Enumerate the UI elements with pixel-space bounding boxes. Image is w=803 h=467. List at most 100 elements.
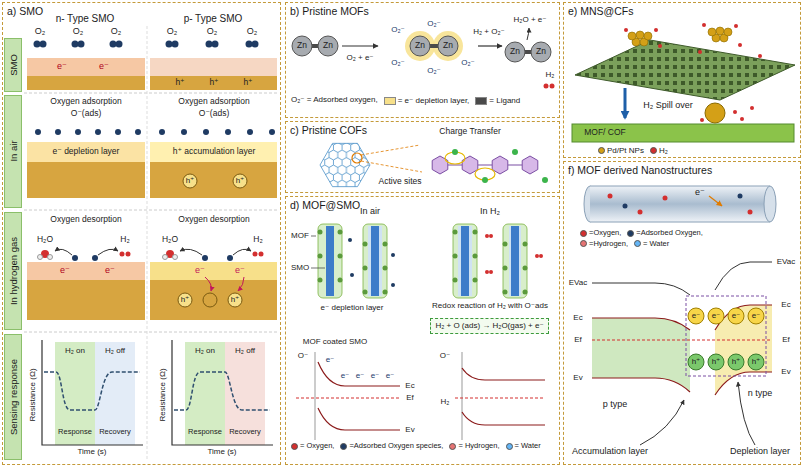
annotation-label: Time (s) (207, 448, 236, 457)
annotation-label: e⁻ (712, 312, 721, 321)
legend-symbol (598, 147, 605, 154)
legend-item: Pd/Pt NPs (598, 146, 644, 155)
legend-text: = e⁻ depletion layer, (398, 96, 470, 105)
annotation-label: Resistance (Ω) (29, 368, 38, 421)
annotation-label: e⁻ (99, 62, 109, 72)
annotation-label: Zn (443, 41, 453, 50)
annotation-label: e⁻ (341, 372, 350, 381)
annotation-label: h⁺ (231, 296, 240, 305)
legend-swatch (475, 97, 487, 105)
legend-symbol (627, 230, 634, 237)
legend-symbol (291, 443, 298, 450)
annotation-label: h⁺ (186, 177, 195, 186)
annotation-label: e⁻ (732, 312, 741, 321)
legend-group: = Oxygen, =Adsorbed Oxygen species, = Hydr… (291, 442, 553, 451)
annotation-label: Response (188, 428, 222, 436)
legend-item: = e⁻ depletion layer, (384, 96, 470, 105)
annotation-label: O₂⁻ (391, 26, 405, 35)
annotation-label: Redox reaction of H₂ with O⁻ads (432, 302, 548, 311)
legend-text: H₂ (659, 146, 668, 155)
annotation-label: Recovery (229, 428, 261, 436)
annotation-label: Ef (782, 336, 790, 345)
legend-item: = Hydrogen, (449, 442, 499, 451)
annotation-label: Depletion layer (730, 447, 790, 457)
legend-symbol (506, 443, 513, 450)
panel-box: c) Pristine COFs (285, 121, 560, 193)
annotation-label: h⁺ (236, 177, 245, 186)
annotation-label: H₂O + e⁻ (514, 16, 547, 25)
annotation-label: O₂⁻ (391, 59, 405, 68)
annotation-label: h⁺ (209, 78, 218, 87)
legend-symbol (449, 443, 456, 450)
annotation-label: H₂ Spill over (643, 101, 693, 111)
annotation-label: O₂⁻ (427, 67, 441, 76)
annotation-label: Ec (405, 382, 414, 391)
annotation-label: h⁺ (752, 358, 761, 367)
annotation-label: e⁻ (326, 356, 335, 365)
annotation-label: e⁻ depletion layer (53, 147, 120, 156)
legend-symbol (634, 240, 641, 247)
annotation-label: Ef (574, 336, 582, 345)
row-label: In air (7, 140, 18, 161)
legend-text: = Water (643, 240, 669, 249)
annotation-label: O₂ (207, 27, 218, 37)
annotation-label: H₂ off (235, 347, 255, 356)
annotation-label: e⁻ (60, 266, 70, 276)
annotation-label: H₂ (546, 71, 555, 80)
annotation-label: e⁻ (692, 312, 701, 321)
annotation-label: O⁻(ads) (199, 109, 229, 118)
annotation-label: Response (58, 428, 92, 436)
legend-item: = Oxygen, (291, 442, 334, 451)
annotation-label: O₂⁻ = Adsorbed oxygen, (291, 96, 378, 105)
panel-e-art (572, 23, 795, 142)
panel-heading: d) MOF@SMO (290, 199, 360, 211)
legend-group: = e⁻ depletion layer, = Ligand (384, 96, 521, 105)
panel-heading: c) Pristine COFs (290, 124, 367, 136)
legend-text: =Adsorbed Oxygen species, (349, 442, 443, 451)
annotation-label: Time (s) (77, 448, 106, 457)
annotation-label: Active sites (379, 177, 422, 186)
legend-text: Pd/Pt NPs (607, 146, 644, 155)
annotation-label: O⁻ (440, 352, 450, 361)
legend-text: = Water (515, 442, 541, 451)
annotation-label: Oxygen adsorption (178, 97, 249, 106)
annotation-label: Oxygen adsorption (50, 97, 121, 106)
annotation-label: H₂ off (105, 347, 125, 356)
legend-swatch (384, 97, 396, 105)
annotation-label: Zn (323, 41, 333, 50)
legend-item: =Hydrogen, (580, 240, 628, 249)
annotation-label: O₂ (73, 27, 84, 37)
annotation-label: H₂ + O₂⁻ (473, 28, 505, 37)
annotation-label: H₂ (120, 235, 129, 244)
annotation-label: H₂O (162, 235, 178, 244)
annotation-label: H₂ on (195, 347, 215, 356)
annotation-label: In H₂ (480, 207, 500, 217)
annotation-label: O⁻(ads) (71, 109, 101, 118)
annotation-label: EVac (569, 279, 588, 288)
annotation-label: Ev (573, 374, 582, 383)
annotation-label: Zn (510, 47, 520, 56)
annotation-label: e⁻ (356, 372, 365, 381)
annotation-label: e⁻ (371, 372, 380, 381)
annotation-label: Zn (297, 41, 307, 50)
panel-box: f) MOF derived Nanostructures (563, 161, 801, 465)
legend-symbol (340, 443, 347, 450)
legend-text: = Ligand (489, 96, 520, 105)
panel-f-art (584, 186, 776, 445)
annotation-label: e⁻ (386, 372, 395, 381)
annotation-label: e⁻ (105, 266, 115, 276)
row-label-box: In hydrogen gas (4, 212, 22, 330)
annotation-label: e⁻ (752, 312, 761, 321)
legend-text: =Adsorbed Oxygen, (636, 229, 703, 238)
annotation-label: MOF (291, 232, 309, 241)
equation-text: H₂ + O (ads) → H₂O(gas) + e⁻ (435, 321, 543, 330)
annotation-label: Ec (781, 301, 790, 310)
legend-symbol (650, 147, 657, 154)
annotation-label: O₂ + e⁻ (346, 54, 373, 63)
annotation-label: H₂ (441, 398, 450, 407)
annotation-label: Recovery (99, 428, 131, 436)
annotation-label: e⁻ (235, 266, 245, 276)
panel-box: a) SMOSMOIn airIn hydrogen gasSensing re… (2, 2, 281, 465)
annotation-label: O₂ (35, 27, 46, 37)
